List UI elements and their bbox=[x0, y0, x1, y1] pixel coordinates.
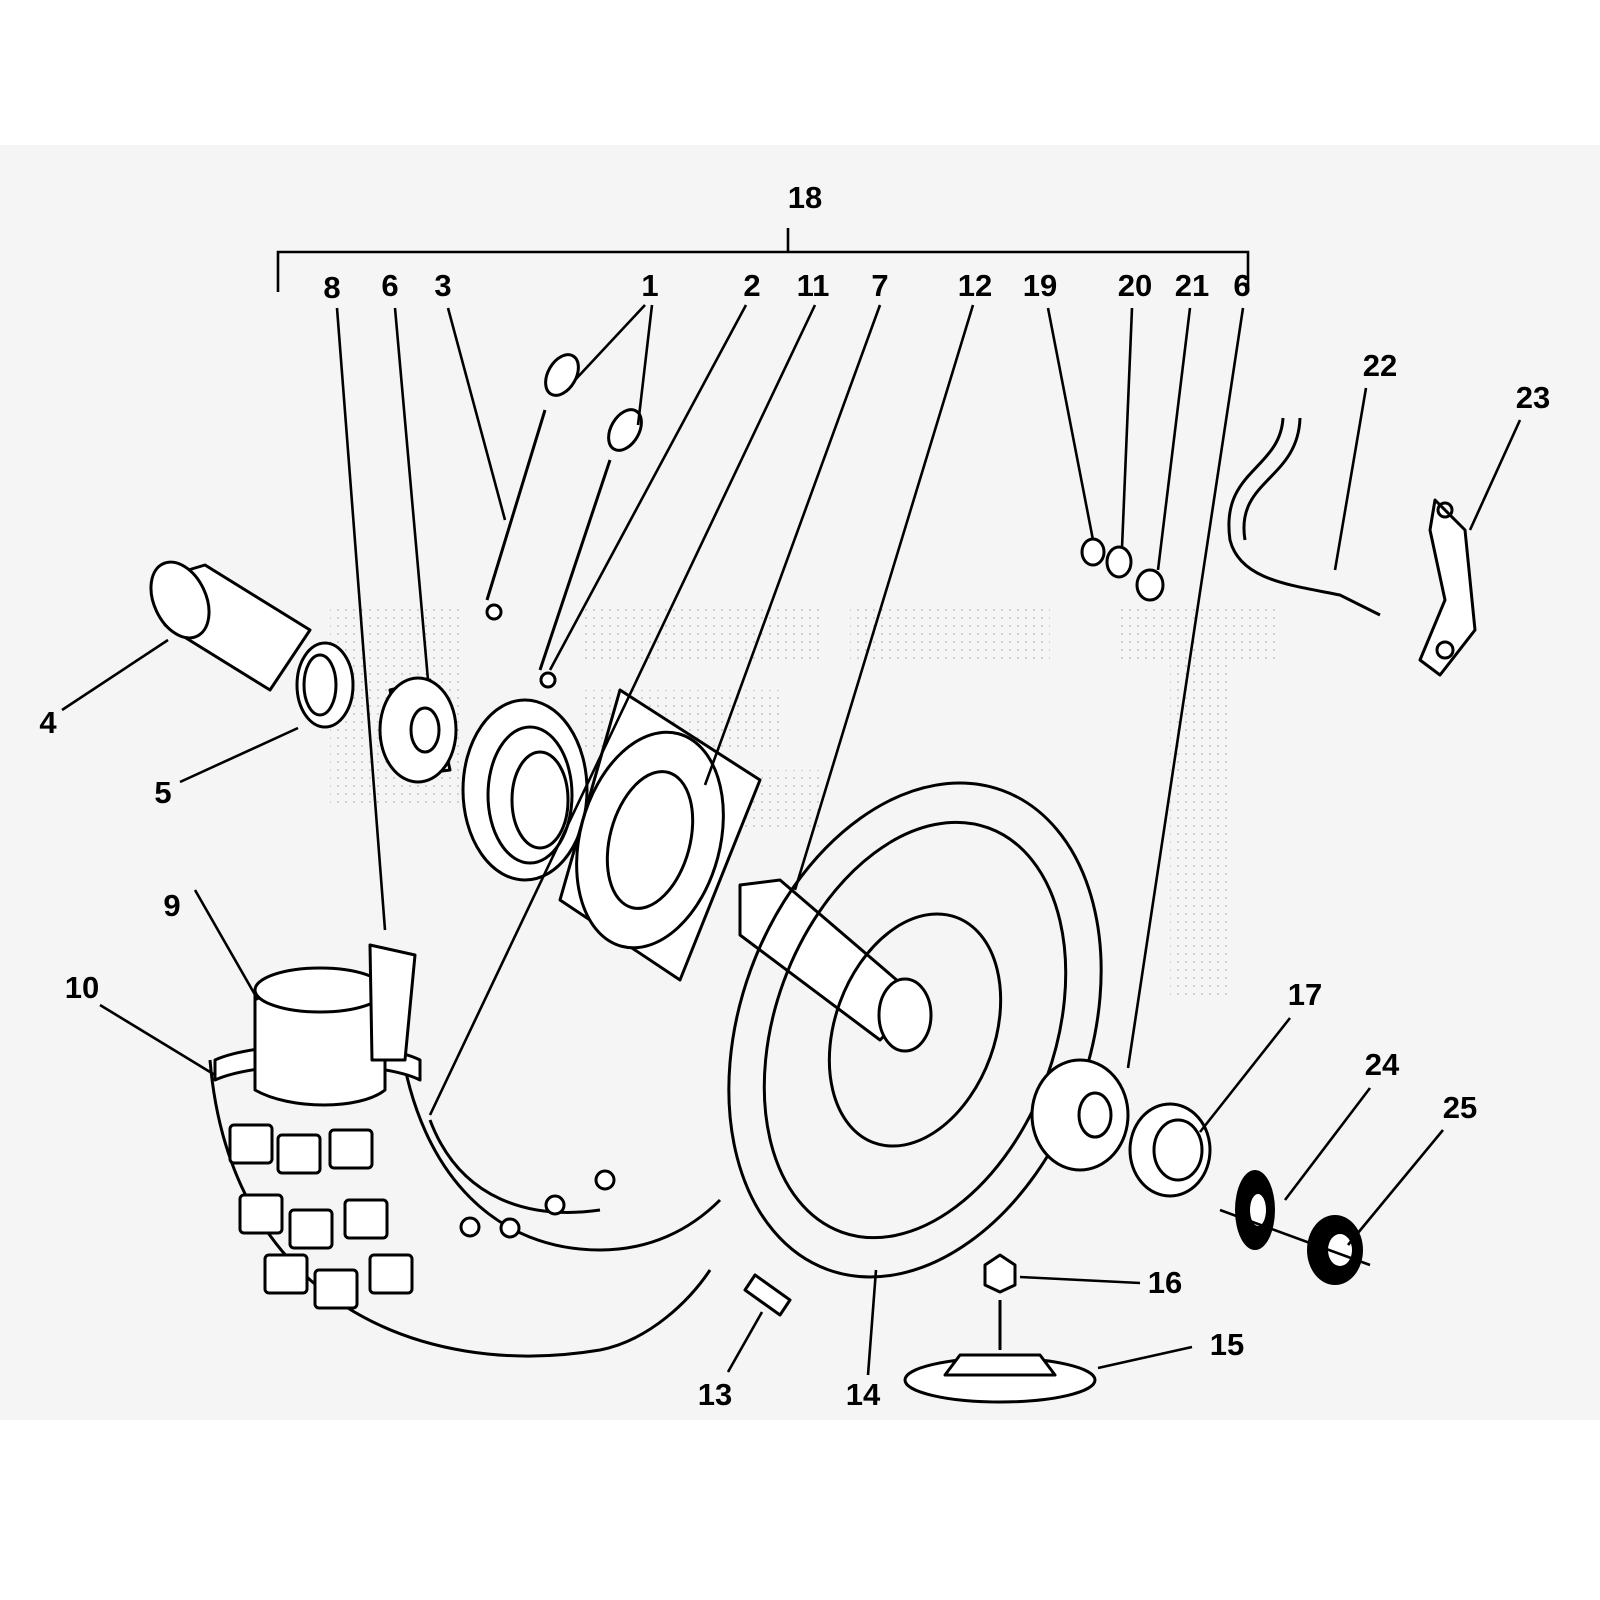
leader-line-1 bbox=[636, 304, 654, 426]
callout-11: 11 bbox=[797, 268, 830, 303]
callout-12: 12 bbox=[958, 268, 992, 303]
callout-18: 18 bbox=[788, 180, 822, 215]
callout-20: 20 bbox=[1118, 268, 1152, 303]
leader-line-25 bbox=[1346, 1129, 1445, 1246]
callout-9: 9 bbox=[163, 888, 180, 923]
leader-line-20 bbox=[1120, 307, 1134, 549]
leader-line-6b bbox=[1126, 307, 1245, 1069]
callout-13: 13 bbox=[698, 1377, 732, 1412]
callout-16: 16 bbox=[1148, 1265, 1182, 1300]
nut-25 bbox=[1307, 1215, 1363, 1285]
hub-cover-2 bbox=[461, 698, 589, 882]
leader-line-3 bbox=[446, 307, 507, 521]
callout-17: 17 bbox=[1288, 977, 1322, 1012]
nut-16 bbox=[983, 1253, 1017, 1294]
leader-line-21 bbox=[1156, 307, 1192, 571]
leader-line-8 bbox=[335, 307, 387, 931]
leader-line-22 bbox=[1333, 387, 1368, 571]
callout-6b: 6 bbox=[1233, 268, 1250, 303]
axle-line bbox=[1219, 1208, 1371, 1267]
washer-24 bbox=[1235, 1170, 1275, 1250]
leader-line-2 bbox=[548, 304, 748, 671]
callout-7: 7 bbox=[871, 268, 888, 303]
bracket-23 bbox=[1418, 498, 1477, 677]
tube-valve bbox=[253, 943, 417, 1107]
leader-line-7 bbox=[703, 304, 882, 786]
callout-6a: 6 bbox=[381, 268, 398, 303]
leader-line-9 bbox=[193, 889, 260, 1001]
callout-3: 3 bbox=[434, 268, 451, 303]
spokes-3 bbox=[485, 353, 643, 689]
leader-line-17 bbox=[1198, 1017, 1292, 1133]
leader-line-16 bbox=[1019, 1275, 1141, 1285]
bearing-6-left bbox=[378, 676, 458, 784]
callout-1: 1 bbox=[641, 268, 658, 303]
leader-line-10 bbox=[99, 1003, 216, 1077]
leader-line-15 bbox=[1097, 1345, 1193, 1370]
seal-17 bbox=[1128, 1102, 1212, 1198]
leader-line-19 bbox=[1046, 307, 1095, 541]
callout-4: 4 bbox=[39, 705, 57, 740]
leader-line-1 bbox=[574, 304, 646, 381]
callout-10: 10 bbox=[65, 970, 99, 1005]
spacer-12 bbox=[738, 878, 933, 1053]
callout-25: 25 bbox=[1443, 1090, 1477, 1125]
callout-14: 14 bbox=[846, 1377, 881, 1412]
callout-5: 5 bbox=[154, 775, 171, 810]
callout-8: 8 bbox=[323, 270, 340, 305]
group-bracket bbox=[276, 228, 1250, 292]
callout-2: 2 bbox=[743, 268, 760, 303]
leader-lines bbox=[61, 304, 1522, 1376]
callout-19: 19 bbox=[1023, 268, 1057, 303]
leader-line-23 bbox=[1468, 419, 1522, 531]
callout-15: 15 bbox=[1210, 1327, 1244, 1362]
callout-23: 23 bbox=[1516, 380, 1550, 415]
washers-19-21 bbox=[1080, 537, 1165, 602]
bolt-13 bbox=[743, 1273, 792, 1317]
leader-line-6a bbox=[393, 307, 430, 681]
leader-line-4 bbox=[61, 638, 169, 712]
hub-7 bbox=[558, 688, 762, 982]
callout-21: 21 bbox=[1175, 268, 1209, 303]
callout-22: 22 bbox=[1363, 348, 1397, 383]
seal-5 bbox=[295, 641, 355, 729]
leader-line-13 bbox=[726, 1311, 764, 1373]
stud-base-15 bbox=[903, 1300, 1097, 1404]
axle-spacer-4 bbox=[149, 560, 312, 692]
callout-24: 24 bbox=[1365, 1047, 1400, 1082]
leader-line-11 bbox=[428, 304, 817, 1116]
leader-line-14 bbox=[866, 1269, 878, 1376]
leader-line-12 bbox=[793, 304, 975, 891]
leader-line-24 bbox=[1283, 1087, 1372, 1201]
leader-line-5 bbox=[179, 726, 299, 784]
bearing-6-right bbox=[1030, 1058, 1130, 1172]
brake-hose-22 bbox=[1227, 417, 1381, 617]
